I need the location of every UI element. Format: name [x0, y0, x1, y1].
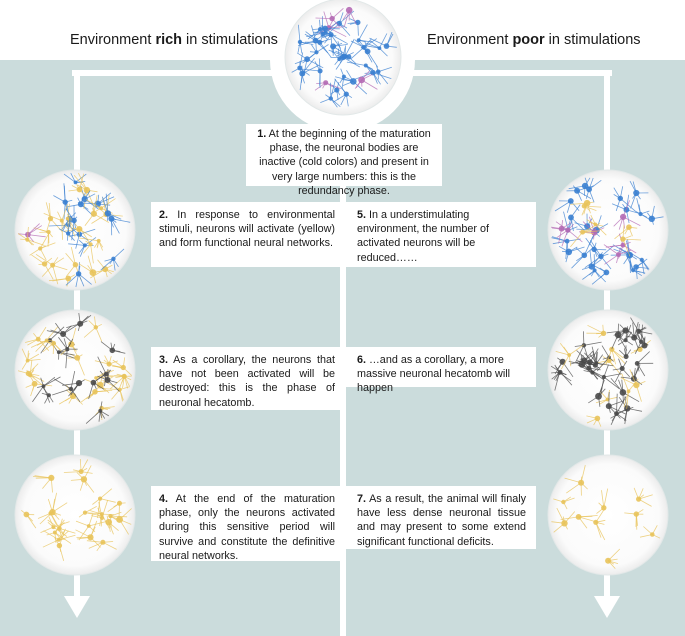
heading-poor-environment: Environment poor in stimulations: [427, 32, 641, 48]
step-6-box: 6. …and as a corollary, a more massive n…: [343, 347, 536, 394]
neuron-network-final-icon: [14, 454, 136, 576]
neuron-network-redundant-icon: [284, 0, 402, 116]
arrow-right-horizontal: [404, 70, 612, 76]
arrow-left-head: [64, 596, 90, 618]
step-5-box: 5. In a understimulating environment, th…: [343, 202, 536, 267]
step-7-box: 7. As a result, the animal will finaly h…: [343, 486, 536, 549]
arrow-center-vertical: [340, 140, 346, 636]
neuron-network-activating-icon: [14, 169, 136, 291]
step-2-box: 2. In response to environmental stimuli,…: [151, 202, 343, 267]
arrow-right-head: [594, 596, 620, 618]
neuron-network-massive-hecatomb-icon: [547, 309, 669, 431]
step-3-box: 3. As a corollary, the neurons that have…: [151, 347, 343, 410]
step-4-box: 4. At the end of the maturation phase, o…: [151, 486, 343, 562]
heading-rich-environment: Environment rich in stimulations: [70, 32, 278, 48]
neuron-network-understimulated-icon: [547, 169, 669, 291]
arrow-left-horizontal: [72, 70, 282, 76]
step-1-box: 1. At the beginning of the maturation ph…: [246, 124, 442, 197]
neuron-network-deficit-icon: [547, 454, 669, 576]
neuron-network-hecatomb-icon: [14, 309, 136, 431]
